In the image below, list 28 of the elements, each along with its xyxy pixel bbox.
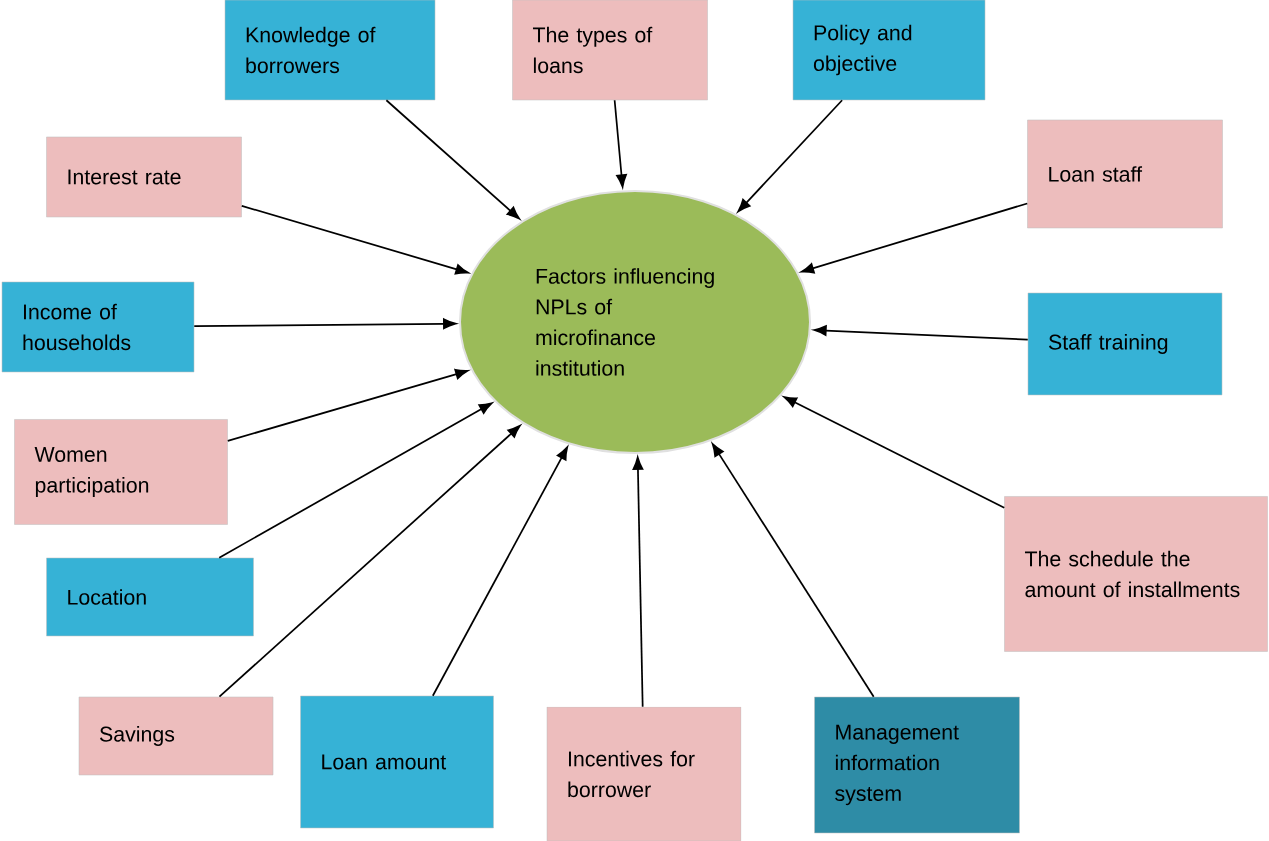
arrow	[813, 325, 1029, 341]
factor-box: Women participation	[14, 419, 228, 525]
arrow	[800, 202, 1029, 274]
arrow	[385, 99, 520, 220]
factor-box: The types of loans	[512, 0, 708, 101]
arrow	[218, 402, 493, 559]
factor-box: Policy and objective	[792, 0, 986, 101]
arrow	[226, 368, 469, 442]
factor-box: Loan amount	[300, 695, 494, 829]
factor-box: Knowledge of borrowers	[224, 0, 436, 101]
arrow	[218, 425, 521, 698]
arrow	[240, 205, 469, 275]
factor-box: Location	[46, 557, 254, 637]
factor-box: Savings	[78, 696, 274, 776]
arrow	[711, 443, 875, 698]
arrow	[432, 446, 568, 697]
factor-box: Interest rate	[46, 136, 242, 218]
arrow	[193, 318, 457, 330]
arrow	[737, 99, 843, 213]
arrow	[783, 396, 1006, 509]
factor-box: Management information system	[814, 696, 1020, 834]
arrow	[613, 99, 627, 188]
factor-box: Income of households	[1, 281, 195, 373]
factor-box: The schedule the amount of installments	[1004, 496, 1268, 652]
factor-box: Staff training	[1027, 292, 1223, 396]
factor-box: Incentives for borrower	[546, 706, 742, 841]
factor-box: Loan staff	[1027, 119, 1223, 229]
arrow	[632, 456, 644, 708]
